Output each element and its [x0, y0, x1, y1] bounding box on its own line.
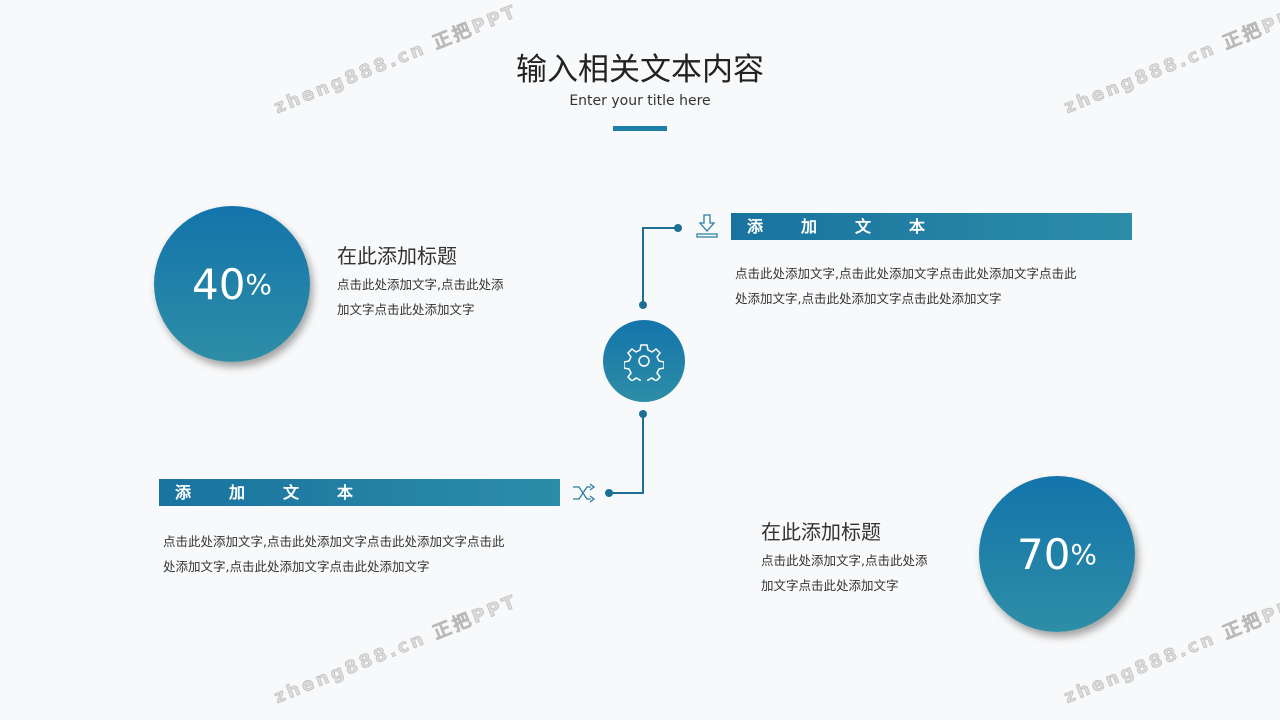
connector-dot	[605, 489, 613, 497]
title-underline	[613, 126, 667, 131]
download-icon	[696, 214, 718, 238]
watermark: zheng888.cn 正把PPT	[271, 590, 522, 709]
connector-dot	[674, 224, 682, 232]
item-text: 点击此处添加文字,点击此处添	[761, 553, 928, 568]
item-heading: 在此添加标题	[337, 244, 457, 268]
item-text: 加文字点击此处添加文字	[337, 302, 475, 317]
percent-unit: %	[245, 267, 273, 301]
connector-line	[642, 414, 644, 493]
percent-unit: %	[1070, 537, 1098, 571]
band-header: 添加文本	[731, 213, 1132, 240]
gear-icon	[624, 344, 664, 381]
band-text: 点击此处添加文字,点击此处添加文字点击此处添加文字点击此	[735, 266, 1077, 281]
band-text: 处添加文字,点击此处添加文字点击此处添加文字	[735, 291, 1002, 306]
item-text: 加文字点击此处添加文字	[761, 578, 899, 593]
band-text: 处添加文字,点击此处添加文字点击此处添加文字	[163, 559, 430, 574]
connector-line	[642, 227, 678, 229]
connector-line	[609, 492, 644, 494]
percent-circle-70: 70%	[979, 476, 1135, 632]
gear-circle	[603, 320, 685, 402]
band-header: 添加文本	[159, 479, 560, 506]
item-text: 点击此处添加文字,点击此处添	[337, 277, 504, 292]
band-text: 点击此处添加文字,点击此处添加文字点击此处添加文字点击此	[163, 534, 505, 549]
percent-value: 40	[191, 259, 246, 309]
item-heading: 在此添加标题	[761, 520, 881, 544]
percent-circle-40: 40%	[154, 206, 310, 362]
connector-line	[642, 227, 644, 305]
connector-dot	[639, 301, 647, 309]
connector-dot	[639, 410, 647, 418]
shuffle-icon	[573, 483, 596, 503]
page-subtitle: Enter your title here	[569, 93, 711, 109]
percent-value: 70	[1016, 529, 1071, 579]
page-title: 输入相关文本内容	[516, 52, 764, 88]
